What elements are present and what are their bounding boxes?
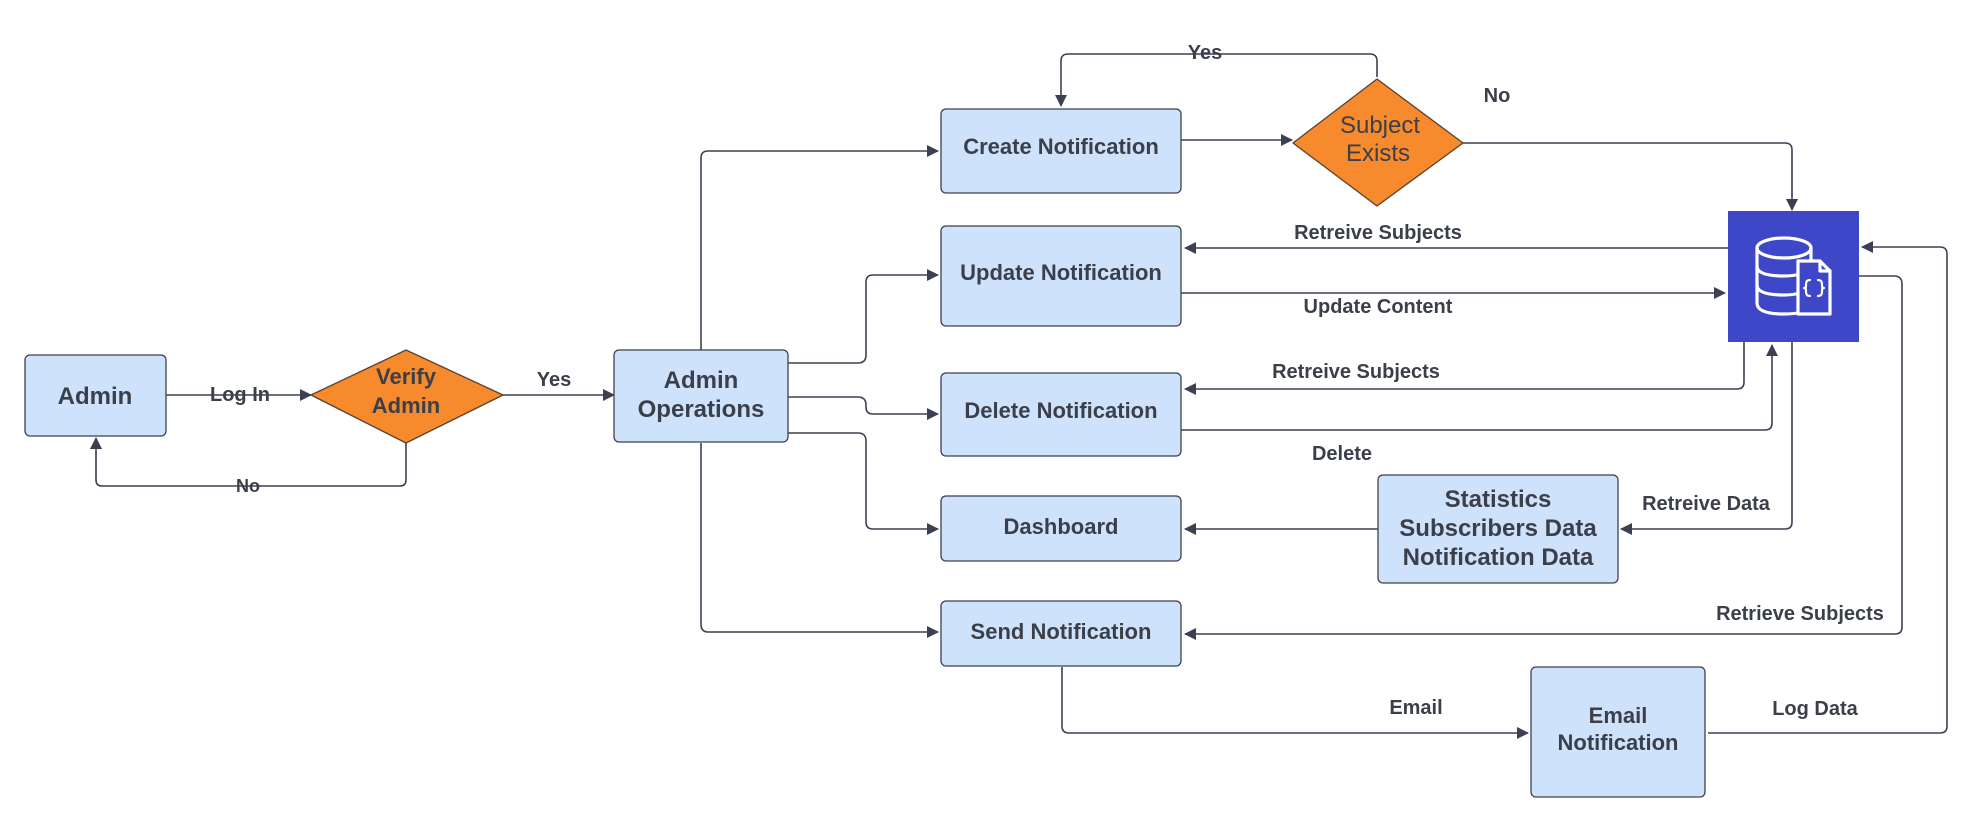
node-create-notification-label: Create Notification xyxy=(963,134,1159,159)
node-delete-notification-label: Delete Notification xyxy=(964,398,1157,423)
edge-label-email: Email xyxy=(1389,697,1442,719)
edge-send-email xyxy=(1061,667,1529,739)
edge-ops-delete xyxy=(788,396,939,420)
edge-db-delete xyxy=(1184,342,1745,395)
edge-db-stats xyxy=(1620,342,1793,535)
node-subject-exists: Subject Exists xyxy=(1292,78,1464,207)
node-admin-operations-line2: Operations xyxy=(638,396,765,423)
node-create-notification: Create Notification xyxy=(940,108,1182,194)
database-icon xyxy=(1755,236,1832,316)
edge-labels: Log In No Yes Yes No Retreive Subjects U… xyxy=(210,42,1884,720)
node-admin: Admin xyxy=(24,354,167,437)
node-verify-admin: Verify Admin xyxy=(310,349,504,444)
node-email-notification-line1: Email xyxy=(1589,703,1648,728)
node-send-notification-label: Send Notification xyxy=(971,619,1152,644)
node-email-notification-line2: Notification xyxy=(1558,730,1679,755)
node-delete-notification: Delete Notification xyxy=(940,372,1182,457)
node-send-notification: Send Notification xyxy=(940,600,1182,667)
edge-label-update-content: Update Content xyxy=(1304,296,1453,318)
node-subject-exists-line1: Subject xyxy=(1340,112,1420,139)
node-admin-operations: Admin Operations xyxy=(613,349,789,443)
node-update-notification-label: Update Notification xyxy=(960,260,1162,285)
node-admin-label: Admin xyxy=(58,383,133,410)
node-statistics-line2: Subscribers Data xyxy=(1399,515,1597,542)
edge-label-retreive-subjects-update: Retreive Subjects xyxy=(1294,222,1462,244)
edge-ops-dashboard xyxy=(788,432,939,535)
node-verify-admin-line2: Admin xyxy=(372,393,440,418)
node-statistics: Statistics Subscribers Data Notification… xyxy=(1377,474,1619,584)
edge-ops-create xyxy=(700,145,939,350)
edge-label-no-verify: No xyxy=(236,476,260,496)
node-verify-admin-line1: Verify xyxy=(376,364,437,389)
edge-delete-db xyxy=(1181,344,1778,431)
edge-label-log-in: Log In xyxy=(210,384,270,406)
node-database xyxy=(1728,211,1859,342)
node-subject-exists-line2: Exists xyxy=(1346,140,1410,167)
node-statistics-line3: Notification Data xyxy=(1403,544,1594,571)
edge-label-no-subject: No xyxy=(1484,85,1511,107)
edge-no-subject xyxy=(1463,142,1798,211)
node-dashboard-label: Dashboard xyxy=(1004,514,1119,539)
node-admin-operations-line1: Admin xyxy=(664,367,739,394)
edge-ops-update xyxy=(788,269,939,364)
edge-label-retreive-data: Retreive Data xyxy=(1642,493,1771,515)
edge-label-retrieve-subjects-send: Retrieve Subjects xyxy=(1716,603,1884,625)
edge-no-verify xyxy=(90,437,407,487)
edge-db-send xyxy=(1184,275,1903,640)
edge-label-delete: Delete xyxy=(1312,443,1372,465)
edge-email-db xyxy=(1708,241,1948,734)
edge-yes-subject xyxy=(1055,53,1378,107)
edge-label-yes-verify: Yes xyxy=(537,369,571,391)
node-statistics-line1: Statistics xyxy=(1445,486,1552,513)
edges xyxy=(90,53,1948,739)
node-dashboard: Dashboard xyxy=(940,495,1182,562)
edge-label-retreive-subjects-delete: Retreive Subjects xyxy=(1272,361,1440,383)
edge-label-yes-subject: Yes xyxy=(1188,42,1222,64)
node-email-notification: Email Notification xyxy=(1530,666,1706,798)
edge-label-log-data: Log Data xyxy=(1772,698,1858,720)
edge-ops-send xyxy=(700,443,939,638)
node-update-notification: Update Notification xyxy=(940,225,1182,327)
